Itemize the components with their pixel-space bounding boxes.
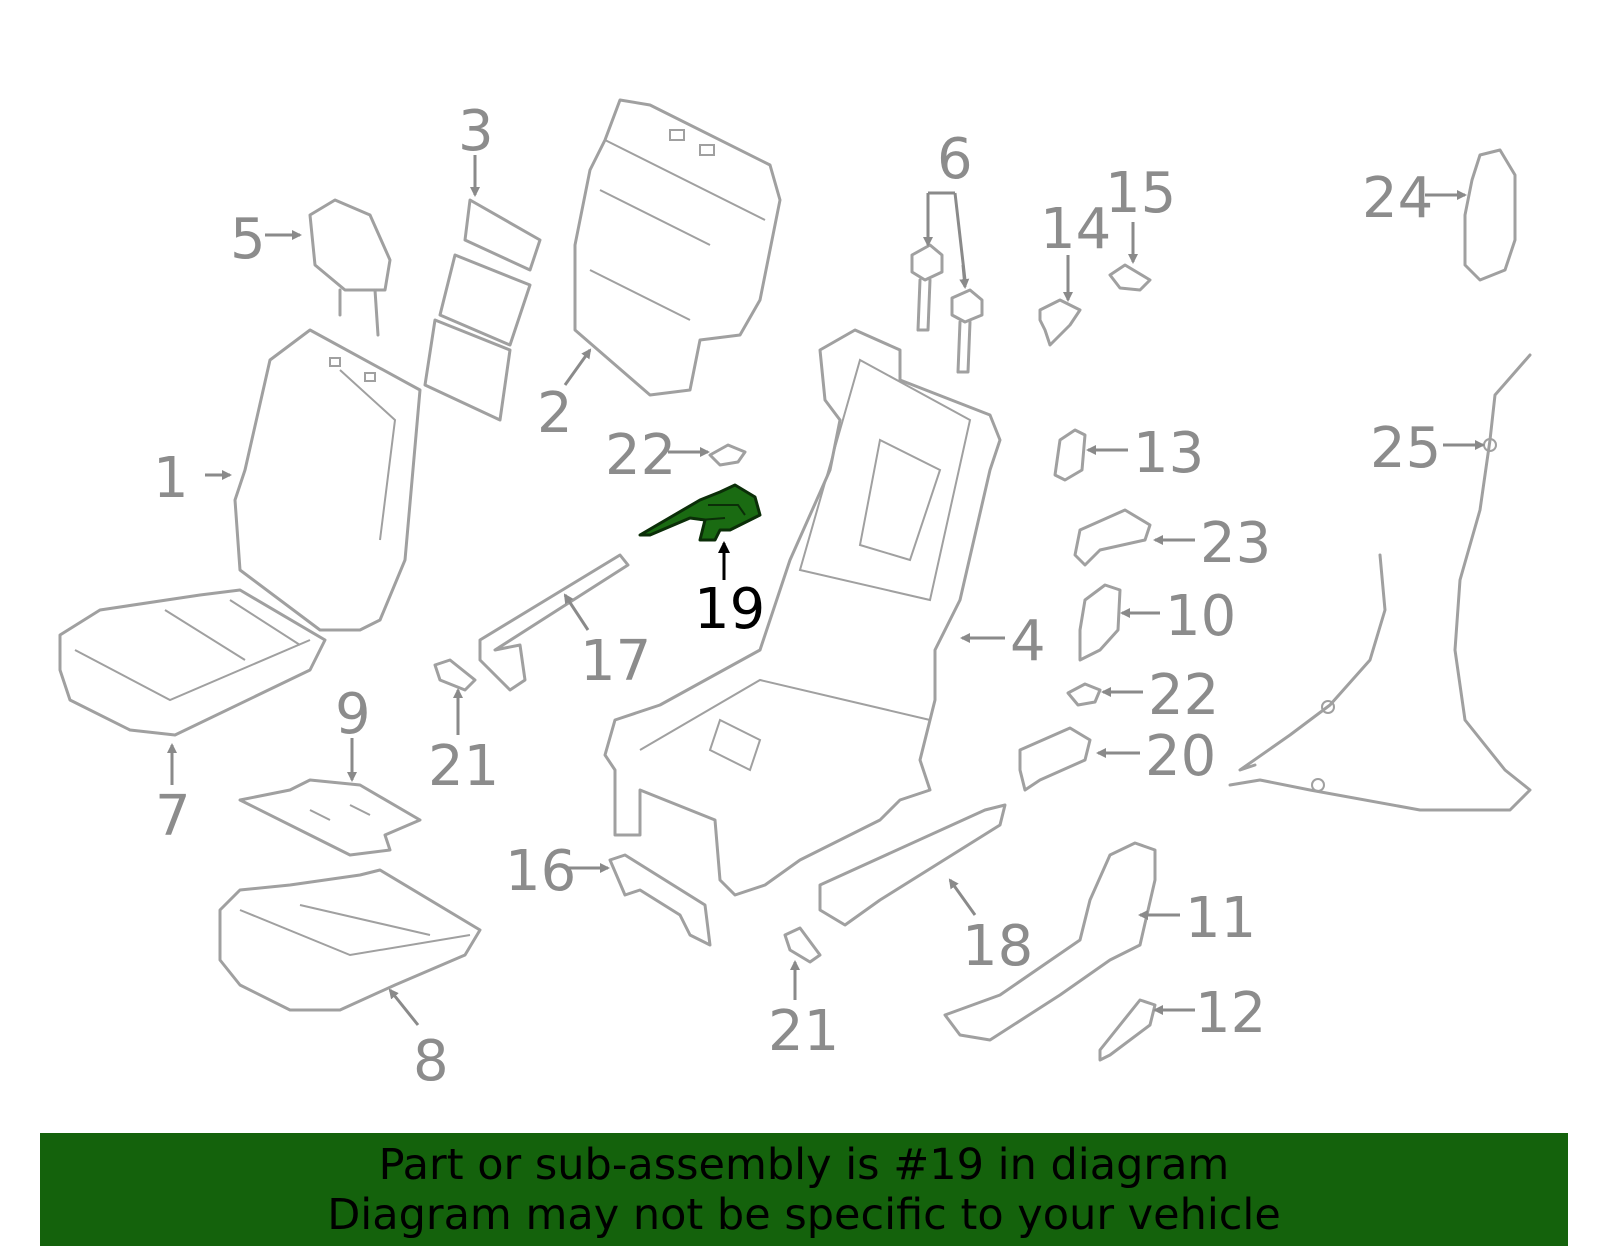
part-21-clip-upper (433, 658, 477, 692)
part-22-clip-lower (1066, 682, 1102, 707)
callout-12: 12 (1153, 981, 1266, 1046)
callout-22-upper: 22 (605, 423, 710, 488)
svg-text:13: 13 (1133, 421, 1204, 486)
part-24-bracket (1463, 148, 1517, 282)
callout-1: 1 (153, 446, 232, 511)
callout-24: 24 (1362, 166, 1467, 231)
svg-text:17: 17 (580, 629, 651, 694)
svg-text:14: 14 (1040, 197, 1111, 262)
part-7-cushion-cover (58, 588, 327, 737)
callout-7: 7 (155, 743, 191, 849)
svg-text:18: 18 (962, 914, 1033, 979)
svg-text:20: 20 (1145, 724, 1216, 789)
callout-6: 6 (923, 127, 973, 289)
svg-text:7: 7 (155, 784, 191, 849)
svg-text:25: 25 (1370, 416, 1441, 481)
svg-text:19: 19 (694, 577, 765, 642)
svg-text:3: 3 (458, 99, 494, 164)
part-17-rail (478, 553, 630, 692)
svg-text:2: 2 (537, 381, 573, 446)
callout-14: 14 (1040, 197, 1111, 302)
part-4-seat-frame (603, 328, 1002, 897)
svg-text:12: 12 (1195, 981, 1266, 1046)
part-19-highlighted[interactable] (638, 483, 762, 542)
part-6-headrest-guides (910, 243, 984, 374)
svg-text:24: 24 (1362, 166, 1433, 231)
svg-text:9: 9 (335, 682, 371, 747)
info-banner: Part or sub-assembly is #19 in diagram D… (40, 1133, 1568, 1246)
part-22-clip-upper (708, 443, 747, 467)
svg-text:16: 16 (505, 839, 576, 904)
svg-text:21: 21 (428, 734, 499, 799)
banner-line-part: Part or sub-assembly is #19 in diagram (378, 1139, 1230, 1190)
part-3-seatback-panel (423, 198, 542, 422)
part-15-clip (1108, 263, 1152, 292)
callout-2: 2 (537, 348, 592, 446)
callout-3: 3 (458, 99, 494, 197)
callout-4: 4 (960, 609, 1046, 674)
callout-21-lower: 21 (768, 960, 839, 1064)
banner-line-disclaimer: Diagram may not be specific to your vehi… (327, 1189, 1281, 1240)
callout-9: 9 (335, 682, 371, 782)
svg-text:11: 11 (1185, 886, 1256, 951)
svg-text:23: 23 (1200, 511, 1271, 576)
svg-text:22: 22 (1148, 663, 1219, 728)
part-16-bracket (608, 853, 712, 947)
callout-22-lower: 22 (1101, 663, 1219, 728)
part-1-seatback-cover (233, 328, 422, 632)
part-2-seatback-shell (573, 98, 782, 397)
svg-text:4: 4 (1010, 609, 1046, 674)
callout-15: 15 (1105, 161, 1176, 264)
callout-16: 16 (505, 839, 610, 904)
part-10-cover (1078, 583, 1122, 662)
callout-20: 20 (1096, 724, 1216, 789)
part-20-cover (1018, 726, 1092, 792)
svg-text:5: 5 (230, 207, 266, 272)
callout-13: 13 (1086, 421, 1204, 486)
callout-17: 17 (563, 593, 651, 694)
part-18-rail-cover (818, 803, 1007, 927)
part-11-side-shield (943, 841, 1157, 1042)
part-25-cable (1228, 353, 1532, 812)
parts-diagram: 1 2 3 4 5 6 7 8 9 10 11 1 (58, 98, 1532, 1094)
part-5-headrest (308, 198, 392, 337)
svg-text:15: 15 (1105, 161, 1176, 226)
callout-10: 10 (1120, 584, 1236, 649)
part-13-bracket (1053, 428, 1087, 482)
callout-18: 18 (948, 878, 1033, 979)
svg-text:22: 22 (605, 423, 676, 488)
part-9-cushion-heater (238, 778, 422, 857)
part-14-clip (1038, 298, 1082, 347)
svg-text:6: 6 (937, 127, 973, 192)
callout-19: 19 (694, 541, 765, 642)
part-8-cushion-pad (218, 868, 482, 1012)
svg-text:10: 10 (1165, 584, 1236, 649)
svg-text:21: 21 (768, 999, 839, 1064)
svg-text:1: 1 (153, 446, 189, 511)
callout-23: 23 (1153, 511, 1271, 576)
callout-25: 25 (1370, 416, 1485, 481)
callout-21-upper: 21 (428, 688, 499, 799)
part-12-trim (1098, 998, 1157, 1062)
callout-11: 11 (1138, 886, 1256, 951)
svg-text:8: 8 (413, 1029, 449, 1094)
callout-8: 8 (388, 988, 449, 1094)
callout-5: 5 (230, 207, 302, 272)
part-21-clip-lower (783, 926, 822, 964)
part-23-trim (1073, 508, 1152, 567)
